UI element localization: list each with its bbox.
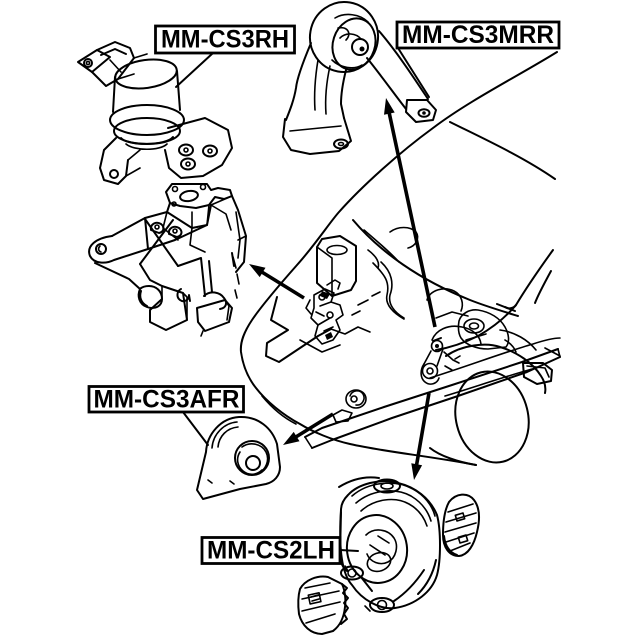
svg-text:MM-CS3AFR: MM-CS3AFR (94, 386, 240, 414)
svg-text:MM-CS3RH: MM-CS3RH (161, 26, 289, 54)
svg-text:MM-CS2LH: MM-CS2LH (207, 537, 335, 565)
svg-text:MM-CS3MRR: MM-CS3MRR (402, 21, 554, 49)
